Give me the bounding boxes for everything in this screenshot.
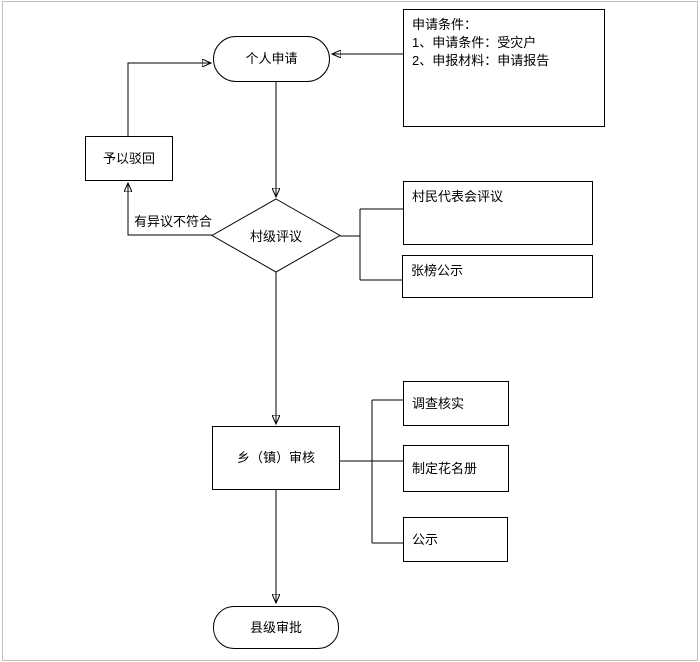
node-publicity: 公示 <box>403 517 508 562</box>
note-item-1: 1、申请条件：受灾户 <box>412 35 537 50</box>
node-county-approval: 县级审批 <box>213 606 339 649</box>
node-reject-label: 予以驳回 <box>102 150 155 166</box>
node-villager-rep-review: 村民代表会评议 <box>403 181 593 245</box>
node-villager-rep-review-label: 村民代表会评议 <box>412 189 504 204</box>
node-public-posting-label: 张榜公示 <box>411 263 464 278</box>
node-village-review: 村级评议 <box>212 199 340 272</box>
node-make-roster-label: 制定花名册 <box>412 460 478 476</box>
node-county-approval-label: 县级审批 <box>249 619 302 635</box>
note-title: 申请条件： <box>412 17 478 32</box>
node-personal-apply: 个人申请 <box>213 36 330 82</box>
application-conditions-note: 申请条件： 1、申请条件：受灾户 2、申报材料：申请报告 <box>403 9 605 127</box>
node-personal-apply-label: 个人申请 <box>245 51 298 66</box>
node-publicity-label: 公示 <box>412 531 439 547</box>
bracket-township-outputs <box>340 399 403 544</box>
village-review-diamond <box>210 198 342 273</box>
edge-label-objection: 有异议不符合 <box>134 211 213 230</box>
node-investigate-verify-label: 调查核实 <box>412 395 465 411</box>
node-make-roster: 制定花名册 <box>403 445 509 492</box>
node-public-posting: 张榜公示 <box>402 255 593 298</box>
arrow-reject-to-apply <box>127 63 210 136</box>
node-reject: 予以驳回 <box>85 136 173 181</box>
note-item-2: 2、申报材料：申请报告 <box>412 53 550 68</box>
node-township-review: 乡（镇）审核 <box>212 426 340 490</box>
node-investigate-verify: 调查核实 <box>403 381 509 426</box>
node-village-review-label: 村级评议 <box>249 229 302 244</box>
bracket-village-review-outputs <box>340 208 403 281</box>
node-township-review-label: 乡（镇）审核 <box>236 450 315 465</box>
arrow-village-review-to-reject <box>128 184 212 236</box>
